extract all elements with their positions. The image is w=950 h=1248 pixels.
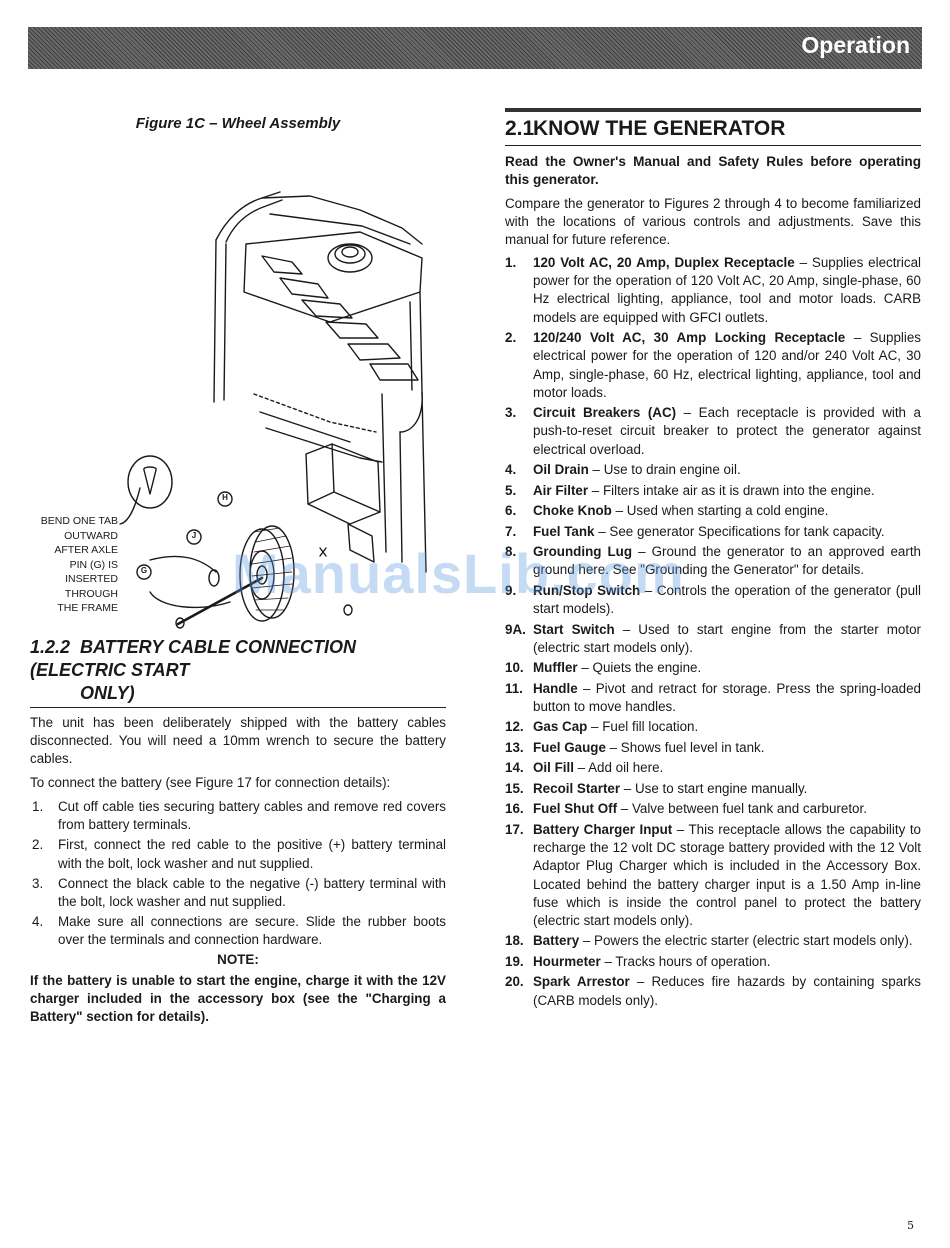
list-item: 5.Air Filter – Filters intake air as it … bbox=[505, 482, 875, 498]
figure-caption: Figure 1C – Wheel Assembly bbox=[135, 115, 341, 132]
section-heading-know-generator: 2.1KNOW THE GENERATOR bbox=[505, 116, 921, 146]
right-column: 2.1KNOW THE GENERATOR Read the Owner's M… bbox=[505, 108, 921, 1012]
list-item: 12.Gas Cap – Fuel fill location. bbox=[505, 719, 699, 735]
list-item: 2.First, connect the red cable to the po… bbox=[32, 837, 446, 871]
list-item: 15.Recoil Starter – Use to start engine … bbox=[505, 780, 808, 796]
wheel-assembly-drawing bbox=[119, 191, 427, 629]
list-item: 14.Oil Fill – Add oil here. bbox=[505, 760, 664, 776]
safety-intro: Read the Owner's Manual and Safety Rules… bbox=[505, 154, 921, 187]
list-item: 8.Grounding Lug – Ground the generator t… bbox=[505, 544, 921, 578]
watermark: ManualsLib.com bbox=[232, 542, 685, 605]
list-item: 18.Battery – Powers the electric starter… bbox=[505, 933, 913, 949]
list-item: 2.120/240 Volt AC, 30 Amp Locking Recept… bbox=[505, 330, 921, 400]
list-item: 10.Muffler – Quiets the engine. bbox=[505, 660, 702, 676]
list-item: 3.Circuit Breakers (AC) – Each receptacl… bbox=[505, 405, 922, 457]
battery-connect-paragraph: To connect the battery (see Figure 17 fo… bbox=[30, 775, 391, 790]
list-item: 9.Run/Stop Switch – Controls the operati… bbox=[505, 582, 922, 617]
battery-intro-paragraph: The unit has been deliberately shipped w… bbox=[30, 715, 446, 766]
list-item: 6.Choke Knob – Used when starting a cold… bbox=[505, 503, 829, 519]
label-h: H bbox=[222, 493, 228, 502]
note-label: NOTE: bbox=[217, 951, 259, 967]
list-item: 1.Cut off cable ties securing battery ca… bbox=[32, 799, 446, 833]
list-item: 4.Make sure all connections are secure. … bbox=[32, 914, 446, 948]
list-item: 3.Connect the black cable to the negativ… bbox=[32, 875, 446, 910]
list-item: 19.Hourmeter – Tracks hours of operation… bbox=[505, 953, 771, 969]
wheel-assembly-figure: BEND ONE TAB OUTWARD AFTER AXLE PIN (G) … bbox=[30, 132, 446, 632]
label-j: J bbox=[191, 531, 197, 540]
header-bar: Operation bbox=[28, 27, 922, 69]
list-item: 9A.Start Switch – Used to start engine f… bbox=[505, 621, 921, 655]
page-title: Operation bbox=[801, 32, 910, 58]
list-item: 4.Oil Drain – Use to drain engine oil. bbox=[505, 462, 741, 478]
battery-steps-list: 1.Cut off cable ties securing battery ca… bbox=[30, 798, 446, 950]
list-item: 13.Fuel Gauge – Shows fuel level in tank… bbox=[505, 739, 765, 755]
callout-bend-tab: BEND ONE TAB OUTWARD AFTER AXLE PIN (G) … bbox=[40, 515, 118, 614]
left-column: Figure 1C – Wheel Assembly bbox=[30, 108, 446, 1026]
label-g: G bbox=[140, 566, 148, 575]
generator-parts-list: 1.120 Volt AC, 20 Amp, Duplex Receptacle… bbox=[505, 254, 921, 1010]
section-rule bbox=[505, 108, 921, 112]
list-item: 1.120 Volt AC, 20 Amp, Duplex Receptacle… bbox=[505, 255, 921, 325]
note-text: If the battery is unable to start the en… bbox=[30, 972, 446, 1025]
page-number: 5 bbox=[907, 1219, 914, 1232]
list-item: 16.Fuel Shut Off – Valve between fuel ta… bbox=[505, 801, 867, 817]
list-item: 20.Spark Arrestor – Reduces fire hazards… bbox=[505, 974, 921, 1008]
list-item: 7.Fuel Tank – See generator Specificatio… bbox=[505, 523, 885, 539]
list-item: 11.Handle – Pivot and retract for storag… bbox=[505, 680, 921, 714]
list-item: 17.Battery Charger Input – This receptac… bbox=[505, 821, 921, 928]
compare-paragraph: Compare the generator to Figures 2 throu… bbox=[505, 196, 921, 247]
